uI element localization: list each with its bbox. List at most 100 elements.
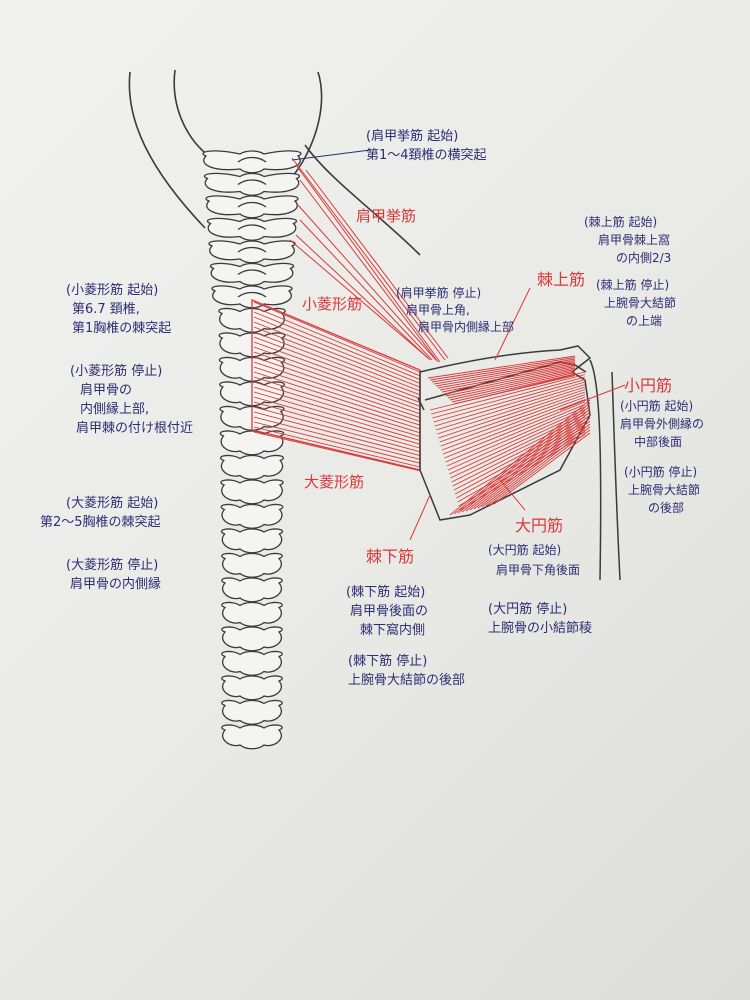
infraspinatus-fiber bbox=[445, 404, 586, 463]
rhomboid-fiber bbox=[253, 326, 421, 392]
rhomboid-fiber bbox=[253, 361, 421, 419]
supraspinatus-fiber bbox=[441, 366, 576, 393]
vertebra bbox=[203, 172, 301, 196]
teres-minor-insertion-note: (小円筋 停止) 上腕骨大結節 の後部 bbox=[624, 463, 700, 517]
note-line: の後部 bbox=[648, 501, 685, 515]
vertebral-foramen bbox=[237, 269, 267, 276]
rhomboid-fiber bbox=[253, 381, 421, 434]
infraspinatus-fiber bbox=[431, 374, 586, 415]
rhomboid-minor-insertion-note: (小菱形筋 停止) 肩甲骨の 内側縁上部, 肩甲棘の付け根付近 bbox=[70, 362, 193, 438]
teres-fiber bbox=[477, 420, 591, 509]
supraspinatus-fiber bbox=[435, 361, 576, 387]
note-line: 棘下窩内側 bbox=[360, 623, 426, 638]
vertebra bbox=[221, 601, 283, 627]
rhomboid-fiber bbox=[253, 331, 421, 396]
rhomboid-major-label: 大菱形筋 bbox=[304, 473, 365, 491]
rhomboid-fiber bbox=[253, 371, 421, 426]
levator-origin-note: (肩甲挙筋 起始) 第1～4頚椎の横突起 bbox=[366, 127, 487, 165]
levator-scapulae-muscle bbox=[289, 157, 449, 363]
teres-fiber bbox=[481, 423, 591, 508]
note-title: (大菱形筋 停止) bbox=[66, 558, 159, 573]
supraspinatus-fiber bbox=[431, 358, 576, 383]
vertebra bbox=[221, 724, 283, 750]
vertebra bbox=[220, 528, 284, 554]
vertebra bbox=[220, 503, 284, 529]
note-line: 内側縁上部, bbox=[80, 402, 150, 417]
note-line: 肩甲棘の付け根付近 bbox=[76, 421, 194, 436]
note-line: 上腕骨の小結節稜 bbox=[488, 621, 593, 636]
vertebra bbox=[221, 699, 283, 725]
supraspinatus-fiber bbox=[437, 363, 576, 389]
rhomboid-fiber bbox=[253, 396, 421, 445]
note-title: (小菱形筋 停止) bbox=[70, 364, 163, 379]
note-line: 肩甲骨内側縁上部 bbox=[418, 320, 515, 334]
supraspinatus-fiber bbox=[449, 372, 576, 401]
vertebral-foramen bbox=[237, 179, 267, 186]
vertebral-foramen bbox=[237, 201, 267, 208]
rhomboid-minor-label: 小菱形筋 bbox=[302, 295, 363, 313]
note-line: 第6.7 頚椎, bbox=[72, 302, 140, 317]
scapular-muscle-fibers bbox=[427, 355, 591, 516]
teres-fiber bbox=[489, 429, 591, 506]
supraspinatus-origin-note: (棘上筋 起始) 肩甲骨棘上窩 の内側2/3 bbox=[584, 213, 671, 267]
note-line: 第2～5胸椎の棘突起 bbox=[40, 515, 161, 530]
rhomboid-fiber bbox=[253, 301, 421, 373]
rhomboid-fiber bbox=[253, 321, 421, 388]
vertebra bbox=[220, 479, 284, 505]
vertebral-foramen bbox=[237, 156, 267, 163]
rhomboid-fiber bbox=[253, 391, 421, 441]
note-title: (肩甲挙筋 起始) bbox=[366, 129, 459, 144]
rhomboid-fiber bbox=[253, 421, 421, 464]
note-line: 肩甲骨外側縁の bbox=[620, 417, 705, 431]
rhomboid-fiber bbox=[253, 416, 421, 460]
rhomboid-major-origin-note: (大菱形筋 起始) 第2～5胸椎の棘突起 bbox=[40, 494, 161, 532]
note-line: 上腕骨大結節の後部 bbox=[348, 673, 466, 688]
rhomboid-fiber bbox=[253, 316, 421, 384]
rhomboid-fiber bbox=[253, 386, 421, 438]
vertebra bbox=[219, 430, 285, 456]
humerus bbox=[589, 359, 621, 581]
rhomboid-fiber bbox=[253, 356, 421, 415]
rhomboid-minor-origin-note: (小菱形筋 起始) 第6.7 頚椎, 第1胸椎の棘突起 bbox=[66, 281, 171, 338]
infraspinatus-origin-note: (棘下筋 起始) 肩甲骨後面の 棘下窩内側 bbox=[346, 583, 428, 640]
note-line: 上腕骨大結節 bbox=[628, 483, 701, 497]
infraspinatus-fiber bbox=[432, 376, 586, 419]
note-line: 肩甲骨上角, bbox=[406, 303, 470, 317]
vertebra bbox=[220, 454, 284, 480]
vertebra bbox=[221, 650, 283, 676]
teres-fiber bbox=[449, 399, 591, 516]
vertebra bbox=[211, 285, 293, 309]
infraspinatus-fiber bbox=[447, 409, 586, 471]
rhomboid-fiber bbox=[253, 306, 421, 377]
infraspinatus-fiber bbox=[444, 401, 586, 459]
supraspinatus-fiber bbox=[447, 370, 576, 399]
infraspinatus-fiber bbox=[438, 389, 586, 439]
note-line: 第1胸椎の棘突起 bbox=[72, 321, 172, 336]
rhomboid-fiber bbox=[253, 376, 421, 430]
note-line: 肩甲骨の内側縁 bbox=[70, 577, 162, 592]
rhomboid-fiber bbox=[253, 351, 421, 411]
note-title: (大円筋 起始) bbox=[488, 543, 562, 557]
note-title: (小円筋 停止) bbox=[624, 465, 698, 479]
note-title: (肩甲挙筋 停止) bbox=[396, 286, 482, 300]
note-line: 肩甲骨棘上窩 bbox=[598, 233, 671, 247]
note-line: の内側2/3 bbox=[616, 251, 672, 265]
teres-fiber bbox=[485, 426, 591, 507]
note-title: (棘上筋 起始) bbox=[584, 215, 658, 229]
vertebral-foramen bbox=[237, 291, 267, 298]
rhomboid-fiber bbox=[253, 401, 421, 449]
teres-fiber bbox=[469, 414, 591, 511]
note-title: (大菱形筋 起始) bbox=[66, 496, 159, 511]
supraspinatus-fiber bbox=[451, 373, 576, 403]
teres-major-label: 大円筋 bbox=[515, 516, 564, 535]
note-title: (棘下筋 起始) bbox=[346, 585, 426, 600]
vertebral-foramen bbox=[237, 246, 267, 253]
note-line: 肩甲骨下角後面 bbox=[496, 563, 581, 577]
infraspinatus-fiber bbox=[443, 399, 586, 455]
rhomboid-fiber bbox=[253, 341, 421, 403]
vertebra bbox=[221, 552, 283, 578]
levator-label: 肩甲挙筋 bbox=[356, 207, 417, 225]
note-line: 肩甲骨後面の bbox=[350, 604, 429, 619]
muscle-leaders bbox=[409, 287, 626, 541]
vertebral-foramen bbox=[237, 224, 267, 231]
